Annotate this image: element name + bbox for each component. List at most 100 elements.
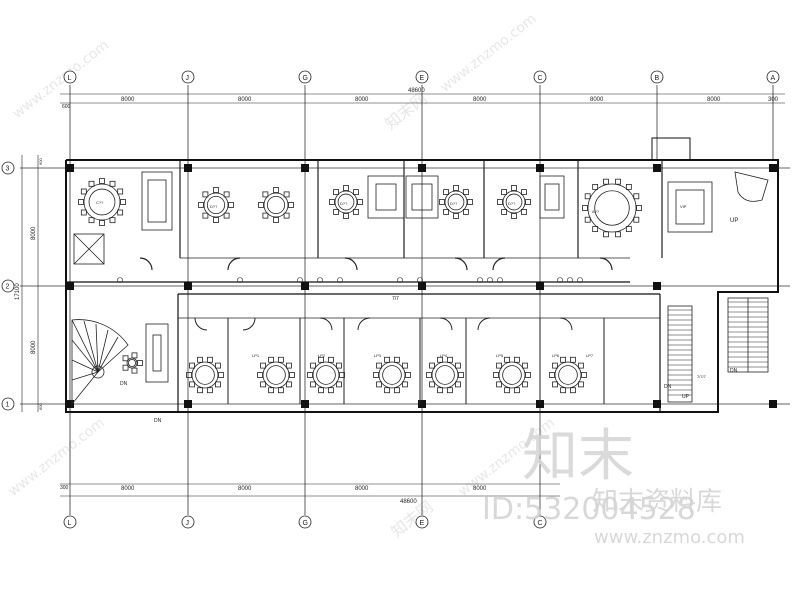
plant-pot — [117, 277, 123, 283]
table-upper-7 — [582, 178, 642, 238]
grid-col-top-B: B — [655, 75, 660, 82]
lp-labels: LP1 LP2 LP3 LP4 LP5 LP6 LP7 — [252, 353, 594, 358]
room-label-2: D?? — [340, 201, 348, 206]
lower-round-tables — [122, 352, 587, 394]
top-dim-6: 300 — [768, 97, 779, 103]
plant-pot — [297, 277, 303, 283]
plant-pot — [577, 277, 583, 283]
corridor-label: 7/7 — [392, 296, 399, 302]
left-small-1: 600 — [38, 158, 43, 165]
grid-col-top-L: L — [68, 75, 72, 82]
stair-treads — [668, 301, 768, 396]
bottom-dim-2: 8000 — [355, 486, 369, 492]
lp-label-5: LP6 — [552, 353, 560, 358]
upper-right-up: UP — [730, 218, 738, 224]
table-lower-6 — [493, 356, 531, 394]
lp-label-1: LP2 — [318, 353, 326, 358]
top-total-dim: 48600 — [408, 88, 425, 94]
right-stair-up: UP — [682, 394, 690, 400]
grid-col-bottom-C: C — [538, 520, 543, 527]
room-label-5: A?? — [592, 209, 600, 214]
bottom-dim-1: 8000 — [238, 486, 252, 492]
right-staircase — [667, 297, 769, 403]
top-start-dim: 600 — [62, 104, 71, 110]
diag-brand-1: 知末网 — [381, 89, 431, 134]
room-label-1: D?? — [210, 204, 218, 209]
top-dim-1: 8000 — [238, 97, 252, 103]
spiral-dn-label: DN — [120, 381, 128, 387]
grid-col-bottom-E: E — [420, 520, 425, 527]
bottom-dim-0: 8000 — [121, 486, 135, 492]
grid-bubbles-bottom — [63, 515, 547, 529]
table-lower-5 — [426, 356, 464, 394]
plant-pot — [567, 277, 573, 283]
grid-col-bottom-J: J — [186, 520, 190, 527]
structural-columns — [66, 164, 777, 408]
left-total-dim: 17100 — [15, 283, 21, 300]
upper-round-tables — [78, 178, 642, 238]
grid-bubbles-top — [63, 70, 780, 84]
top-dimension-lines — [60, 93, 785, 104]
bottom-dimension-lines — [60, 483, 560, 497]
plant-pot — [487, 277, 493, 283]
grid-col-top-J: J — [186, 75, 190, 82]
sofa-sets — [73, 171, 713, 265]
top-dim-0: 8000 — [121, 97, 135, 103]
plant-pot — [557, 277, 563, 283]
grid-col-top-E: E — [420, 75, 425, 82]
left-small-2: 600 — [38, 403, 43, 410]
plant-pot — [317, 277, 323, 283]
plant-pot — [397, 277, 403, 283]
spiral-staircase — [71, 319, 169, 406]
watermark-id: ID:532004528 — [482, 492, 696, 527]
plant-pot — [417, 277, 423, 283]
left-dim-1: 8000 — [31, 226, 37, 240]
lower-room-partitions — [178, 317, 660, 404]
table-upper-6 — [497, 185, 531, 219]
grid-axes — [20, 85, 790, 515]
piano-icon — [734, 171, 769, 202]
grid-col-top-G: G — [303, 75, 308, 82]
grid-col-top-A: A — [771, 75, 776, 82]
watermark-brand-big: 知末 — [522, 424, 634, 489]
watermark-diagonals: www.znzmo.com www.znzmo.com 知末网 www.znzm… — [6, 11, 558, 542]
table-upper-5 — [439, 185, 473, 219]
grid-col-bottom-L: L — [68, 520, 72, 527]
left-dimension-lines — [21, 155, 39, 412]
lp-label-6: LP7 — [586, 353, 594, 358]
table-lower-3 — [307, 356, 345, 394]
table-lower-1 — [186, 356, 224, 394]
room-label-0: C?? — [96, 200, 104, 205]
table-lower-7 — [549, 356, 587, 394]
watermark-url: www.znzmo.com — [594, 527, 745, 548]
diag-site-2: www.znzmo.com — [437, 11, 539, 96]
lp-label-0: LP1 — [252, 353, 260, 358]
top-dim-5: 8000 — [707, 97, 721, 103]
stair-code: 7/7/7 — [697, 374, 707, 379]
lp-label-2: LP3 — [374, 353, 382, 358]
table-upper-2 — [198, 187, 234, 223]
upper-room-partitions — [139, 160, 663, 271]
table-upper-1 — [78, 178, 126, 226]
table-lower-2 — [257, 356, 295, 394]
lp-label-3: LP4 — [440, 353, 448, 358]
right-stair-dn: DN — [664, 384, 672, 390]
grid-col-top-C: C — [538, 75, 543, 82]
grid-row-2: 2 — [6, 284, 10, 291]
bottom-dimensions: 8000 8000 8000 8000 — [121, 486, 487, 492]
grid-row-3: 3 — [6, 166, 10, 173]
diag-site-3: www.znzmo.com — [6, 415, 108, 500]
bottom-start-dim: 300 — [60, 485, 69, 491]
building-walls — [65, 137, 779, 413]
plant-pots — [117, 277, 583, 283]
top-dim-4: 8000 — [590, 97, 604, 103]
lp-label-4: LP5 — [496, 353, 504, 358]
diag-site-1: www.znzmo.com — [10, 37, 112, 122]
table-lower-4 — [373, 356, 411, 394]
bottom-dim-3: 8000 — [473, 486, 487, 492]
room-label-4: D?? — [508, 201, 516, 206]
grid-row-1: 1 — [6, 402, 10, 409]
plant-pot — [497, 277, 503, 283]
